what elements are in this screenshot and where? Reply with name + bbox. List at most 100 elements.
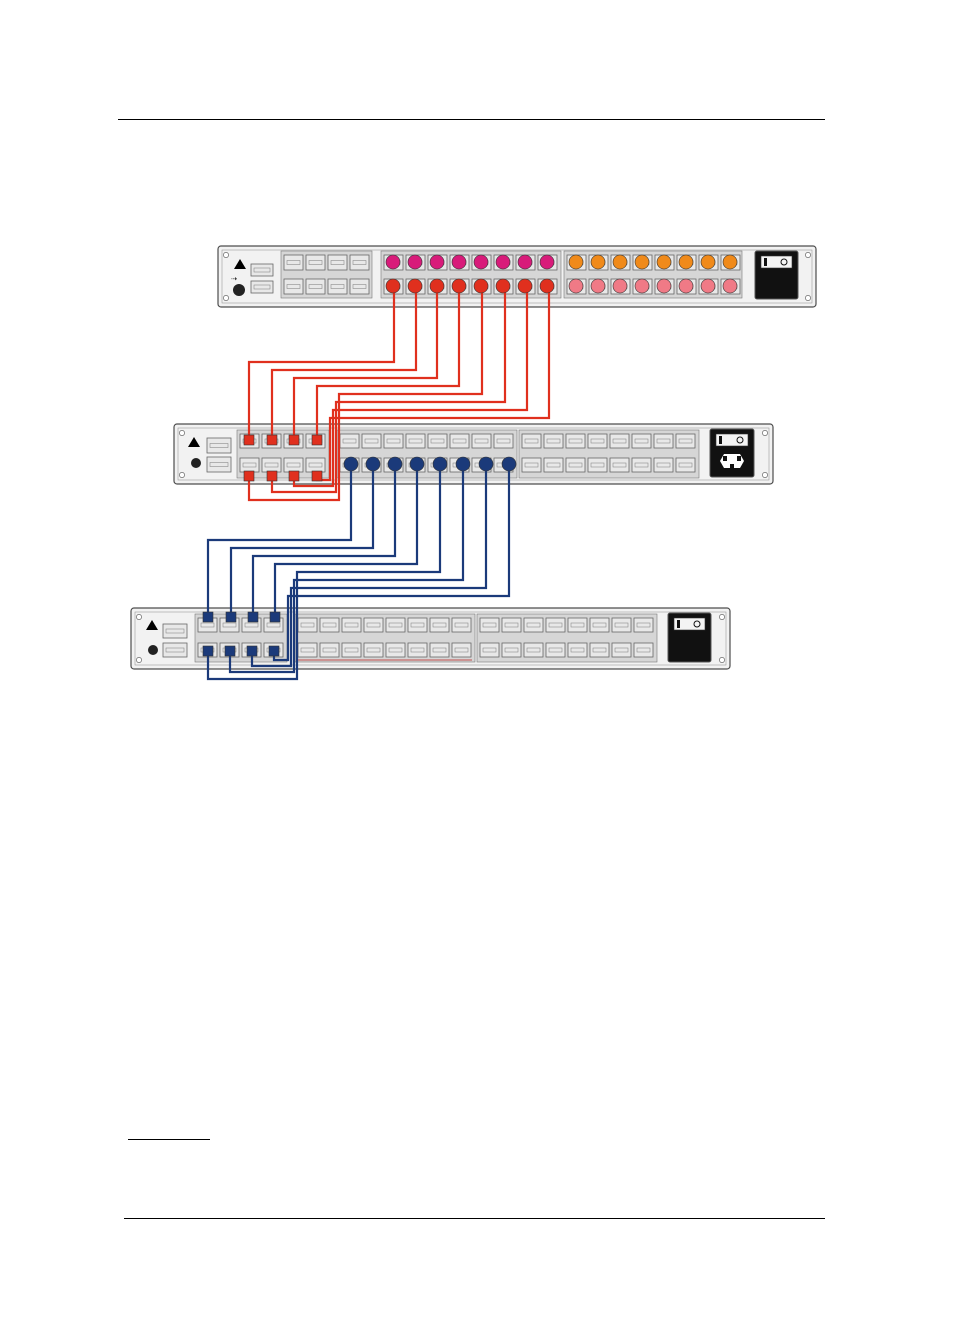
screw	[762, 472, 768, 478]
cable	[247, 286, 396, 440]
cable-connector	[224, 645, 236, 657]
cable-connector	[656, 278, 672, 294]
cable-connector	[409, 456, 425, 472]
cable	[228, 466, 465, 674]
screw	[179, 472, 185, 478]
cable-connector	[700, 278, 716, 294]
cable-connector	[387, 456, 403, 472]
cable-connector	[451, 278, 467, 294]
port	[385, 642, 406, 658]
cable-connector	[407, 278, 423, 294]
port	[363, 642, 384, 658]
port	[361, 433, 382, 449]
cable-connector	[478, 456, 494, 472]
port	[609, 457, 630, 473]
cable-connector	[288, 434, 300, 446]
port	[405, 433, 426, 449]
cable-connector	[700, 254, 716, 270]
cable-connector	[288, 470, 300, 482]
screw	[805, 295, 811, 301]
port	[567, 617, 588, 633]
switch-middle	[173, 423, 774, 485]
port	[283, 278, 304, 295]
port	[523, 617, 544, 633]
cable-connector	[243, 434, 255, 446]
cable-connector	[473, 254, 489, 270]
cable-connector	[590, 254, 606, 270]
port	[633, 642, 654, 658]
cable-connector	[678, 278, 694, 294]
cable-connector	[429, 254, 445, 270]
cable-connector	[225, 611, 237, 623]
port	[587, 457, 608, 473]
port	[653, 457, 674, 473]
port	[305, 278, 326, 295]
cable-connector	[269, 611, 281, 623]
port	[565, 457, 586, 473]
cable	[292, 286, 529, 488]
bottom-rule	[124, 1218, 825, 1219]
port	[611, 617, 632, 633]
port	[327, 278, 348, 295]
cable	[273, 466, 419, 620]
cable-connector	[590, 278, 606, 294]
cable-connector	[247, 611, 259, 623]
port	[283, 457, 304, 473]
port	[631, 433, 652, 449]
cable-connector	[202, 611, 214, 623]
screw	[762, 430, 768, 436]
top-rule	[118, 119, 825, 120]
port	[349, 254, 370, 271]
port	[609, 433, 630, 449]
port	[429, 617, 450, 633]
port	[327, 254, 348, 271]
warning-icon	[188, 437, 200, 447]
cable-connector	[722, 254, 738, 270]
port	[543, 457, 564, 473]
port	[407, 617, 428, 633]
cable-connector	[501, 456, 517, 472]
port	[339, 433, 360, 449]
port	[449, 433, 470, 449]
cable-connector	[539, 278, 555, 294]
cable-connector	[612, 278, 628, 294]
port	[653, 433, 674, 449]
cable-connector	[202, 645, 214, 657]
port	[471, 433, 492, 449]
cable-connector	[268, 645, 280, 657]
cable-connector	[246, 645, 258, 657]
screw	[719, 614, 725, 620]
cable-connector	[656, 254, 672, 270]
port	[479, 617, 500, 633]
cable-connector	[539, 254, 555, 270]
port	[250, 263, 274, 277]
port	[427, 433, 448, 449]
power-switch	[667, 612, 712, 663]
port	[341, 642, 362, 658]
cable-connector	[311, 470, 323, 482]
port	[521, 457, 542, 473]
cable	[272, 466, 511, 662]
warning-icon	[234, 259, 246, 269]
cable-connector	[495, 278, 511, 294]
switch-bottom	[130, 607, 731, 670]
screw	[179, 430, 185, 436]
port	[383, 433, 404, 449]
cable-connector	[365, 456, 381, 472]
port	[479, 642, 500, 658]
cable-connector	[343, 456, 359, 472]
cable	[270, 286, 507, 494]
port	[407, 642, 428, 658]
cable-connector	[568, 278, 584, 294]
screw	[136, 657, 142, 663]
port	[283, 254, 304, 271]
port	[297, 642, 318, 658]
cable-connector	[455, 456, 471, 472]
screw	[223, 252, 229, 258]
usb-icon: ⇢	[231, 275, 237, 283]
console-icon	[191, 458, 201, 468]
cable-connector	[266, 470, 278, 482]
cable	[315, 286, 461, 440]
screw	[719, 657, 725, 663]
cable	[251, 466, 397, 620]
